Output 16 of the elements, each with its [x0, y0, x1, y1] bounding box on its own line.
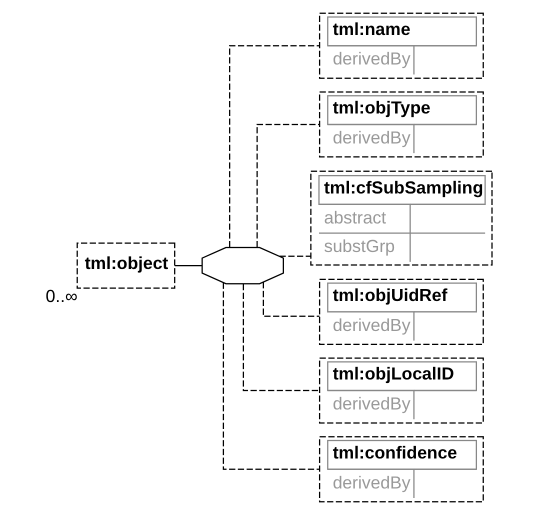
- connector: [229, 45, 320, 248]
- node-box: tml:confidence derivedBy: [318, 436, 484, 502]
- node-box: tml:object: [76, 242, 176, 289]
- connector: [222, 282, 320, 470]
- node-box: tml:cfSubSampling abstract substGrp: [310, 170, 493, 266]
- connector: [262, 282, 320, 317]
- node-box: tml:objType derivedBy: [318, 91, 484, 158]
- node-label: 0..∞: [46, 286, 78, 306]
- connector: [256, 124, 320, 248]
- connector: [280, 256, 311, 257]
- node-octagon: [202, 246, 284, 284]
- node-box: tml:objLocalID derivedBy: [318, 357, 484, 424]
- connector: [242, 284, 320, 392]
- node-box: tml:name derivedBy: [318, 12, 484, 79]
- connector: [174, 265, 202, 266]
- node-box: tml:objUidRef derivedBy: [318, 278, 484, 345]
